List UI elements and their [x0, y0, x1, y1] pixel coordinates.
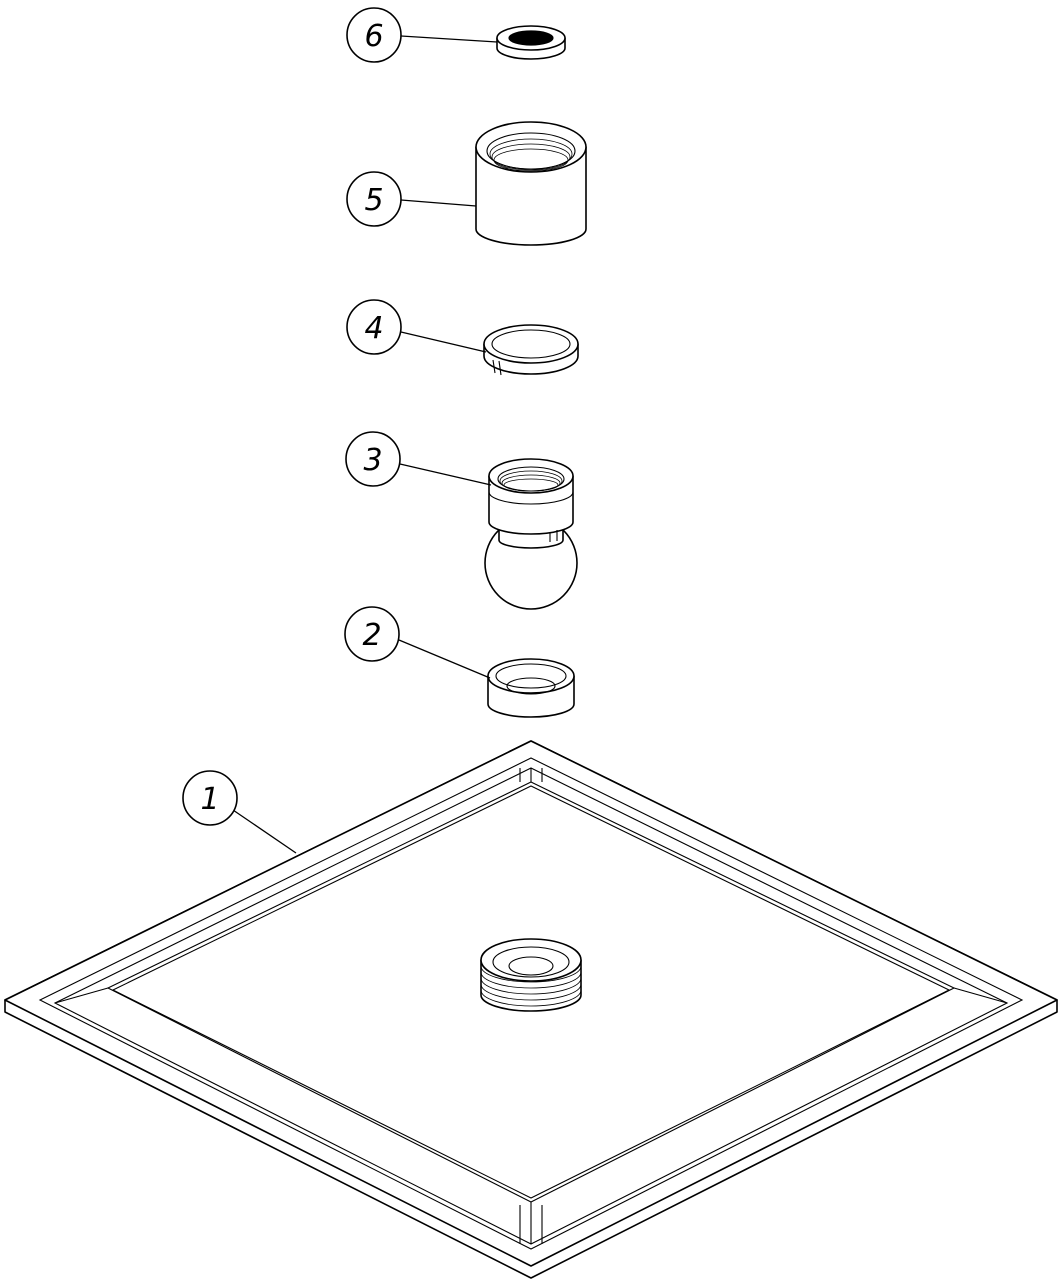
part-4-split-ring: [483, 324, 579, 376]
callout-4: 4: [346, 299, 487, 355]
callout-3-number: 3: [363, 443, 382, 478]
part-2-cup: [487, 658, 575, 718]
callout-1-number: 1: [200, 782, 219, 817]
callout-6-number: 6: [364, 19, 383, 54]
callout-3: 3: [345, 431, 492, 487]
part-5-sleeve-nut: [475, 121, 587, 246]
callout-1: 1: [182, 770, 297, 854]
part-1-shower-plate: [4, 740, 1058, 1279]
callout-2-number: 2: [362, 618, 381, 653]
callout-5: 5: [346, 171, 477, 227]
callout-5-number: 5: [364, 183, 383, 218]
callout-4-number: 4: [364, 311, 383, 346]
callout-2: 2: [344, 606, 491, 679]
part-6-washer: [496, 25, 566, 60]
callout-6: 6: [346, 7, 498, 63]
part-3-ball-joint: [484, 458, 578, 610]
